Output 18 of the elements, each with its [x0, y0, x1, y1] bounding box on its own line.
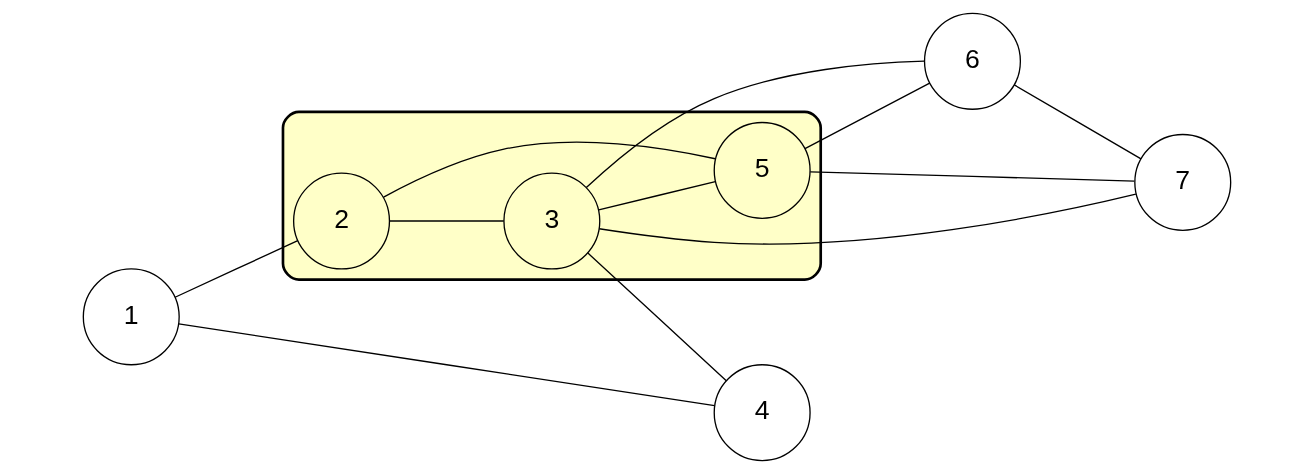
node-circle: 2 [292, 172, 390, 270]
connector [585, 60, 925, 189]
node-circle: 7 [1133, 133, 1231, 231]
connector [388, 220, 504, 222]
node-circle: 4 [713, 364, 811, 462]
connector [1013, 84, 1142, 160]
node-circle: 1 [82, 268, 180, 366]
node-circle: 5 [713, 121, 811, 220]
node-circle: 3 [502, 172, 600, 270]
node-circle: 6 [923, 12, 1021, 110]
connector [382, 141, 716, 198]
cluster [281, 110, 822, 281]
connector [598, 193, 1136, 245]
connector [597, 180, 716, 211]
connector [803, 82, 930, 150]
connector [586, 252, 727, 382]
connector [809, 171, 1135, 182]
connector [177, 323, 715, 407]
